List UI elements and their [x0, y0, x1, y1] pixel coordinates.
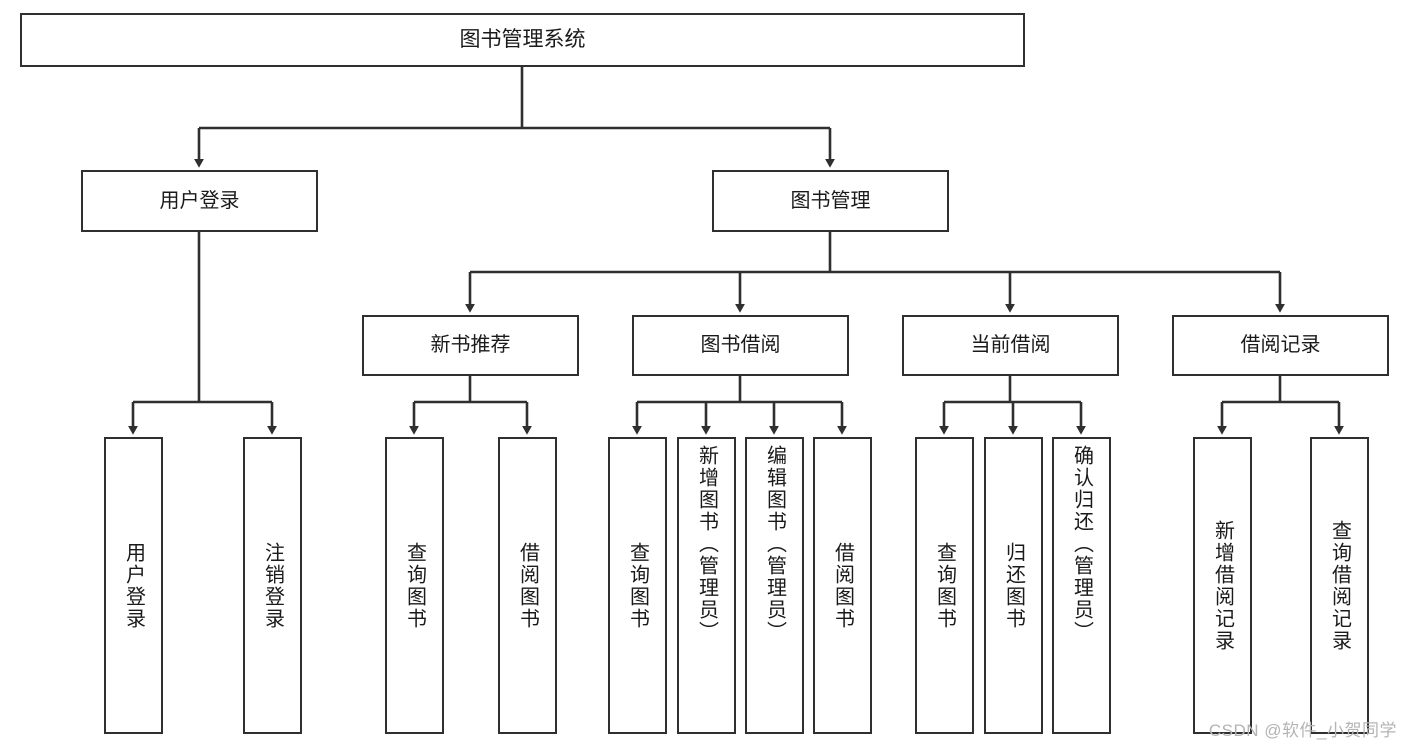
node-label: 确认归还（管理员）: [1070, 445, 1093, 643]
node-book-borrow[interactable]: 图书借阅: [632, 315, 849, 376]
node-leaf-add-borrow-record[interactable]: 新增借阅记录: [1193, 437, 1252, 734]
node-leaf-user-login[interactable]: 用户登录: [104, 437, 163, 734]
node-label: 新增图书（管理员）: [695, 445, 718, 643]
node-label: 查询图书: [626, 541, 649, 630]
node-leaf-return-book[interactable]: 归还图书: [984, 437, 1043, 734]
node-label: 图书管理系统: [459, 28, 586, 52]
node-current-borrow[interactable]: 当前借阅: [902, 315, 1119, 376]
node-book-management[interactable]: 图书管理: [712, 170, 949, 232]
node-label: 查询图书: [933, 541, 956, 630]
node-leaf-query-book-current[interactable]: 查询图书: [915, 437, 974, 734]
node-label: 编辑图书（管理员）: [763, 445, 786, 643]
node-user-login[interactable]: 用户登录: [81, 170, 318, 232]
node-leaf-query-book-recommend[interactable]: 查询图书: [385, 437, 444, 734]
node-leaf-logout[interactable]: 注销登录: [243, 437, 302, 734]
node-label: 当前借阅: [970, 334, 1051, 357]
node-label: 借阅图书: [516, 541, 539, 630]
node-label: 图书管理: [790, 189, 871, 212]
node-label: 用户登录: [122, 541, 145, 630]
node-label: 新增借阅记录: [1211, 519, 1234, 652]
node-root-book-management-system[interactable]: 图书管理系统: [20, 13, 1025, 67]
node-label: 借阅记录: [1240, 334, 1321, 357]
node-label: 图书借阅: [700, 334, 781, 357]
node-leaf-add-book-admin[interactable]: 新增图书（管理员）: [677, 437, 736, 734]
node-leaf-query-book-borrow[interactable]: 查询图书: [608, 437, 667, 734]
node-label: 借阅图书: [831, 541, 854, 630]
node-leaf-confirm-return-admin[interactable]: 确认归还（管理员）: [1052, 437, 1111, 734]
node-label: 注销登录: [261, 541, 284, 630]
node-leaf-edit-book-admin[interactable]: 编辑图书（管理员）: [745, 437, 804, 734]
node-label: 归还图书: [1002, 541, 1025, 630]
node-new-book-recommend[interactable]: 新书推荐: [362, 315, 579, 376]
node-leaf-query-borrow-record[interactable]: 查询借阅记录: [1310, 437, 1369, 734]
node-label: 新书推荐: [430, 334, 511, 357]
node-leaf-borrow-book[interactable]: 借阅图书: [813, 437, 872, 734]
node-label: 查询借阅记录: [1328, 519, 1351, 652]
node-leaf-borrow-book-recommend[interactable]: 借阅图书: [498, 437, 557, 734]
node-label: 查询图书: [403, 541, 426, 630]
node-label: 用户登录: [159, 189, 240, 212]
node-borrow-record[interactable]: 借阅记录: [1172, 315, 1389, 376]
